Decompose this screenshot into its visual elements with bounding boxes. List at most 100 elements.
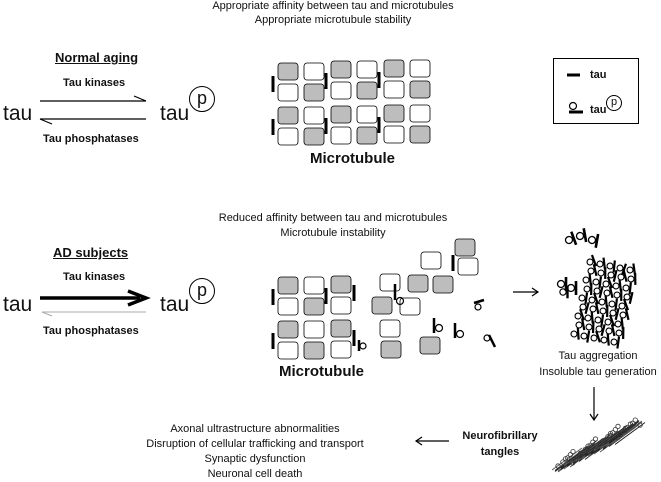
tangle-fiber xyxy=(608,420,640,443)
tangle-knot xyxy=(632,417,638,423)
outcome-2: Disruption of cellular trafficking and t… xyxy=(146,438,364,450)
phospho-tau-glyph xyxy=(574,308,585,321)
tangle-knot xyxy=(570,460,576,466)
phospho-tau-glyph xyxy=(607,269,618,283)
top-kinases-label: Tau kinases xyxy=(63,77,126,89)
tangle-knot xyxy=(585,443,591,449)
phospho-tau-glyph xyxy=(570,327,580,340)
tangles-label-2: tangles xyxy=(480,446,520,458)
tangle-knot xyxy=(595,444,601,450)
phospho-tau-glyph xyxy=(597,267,607,279)
tangle-knot xyxy=(607,430,614,437)
tangle-knot xyxy=(622,425,629,431)
phospho-tau-glyph xyxy=(585,321,595,334)
phospho-tau-glyph xyxy=(623,291,634,305)
bottom-microtubule-label: Microtubule xyxy=(279,363,364,380)
tangle-knot xyxy=(600,438,606,444)
tangle-knot xyxy=(582,446,588,452)
phospho-tau-glyph xyxy=(622,282,632,295)
phospho-tau-glyph xyxy=(586,254,598,267)
phospho-tau-glyph xyxy=(587,233,600,248)
phospho-tau-glyph xyxy=(605,324,616,337)
tangle-fiber xyxy=(614,422,646,445)
legend-glyphs xyxy=(567,73,583,114)
phospho-tau-glyph xyxy=(575,318,586,331)
tangle-knot xyxy=(562,456,569,462)
legend-phospho-circle: p xyxy=(606,95,622,111)
top-ptau-label: tau xyxy=(160,102,190,125)
aggregation-label-2: Insoluble tau generation xyxy=(539,366,657,378)
ad-subjects-title: AD subjects xyxy=(53,245,129,260)
outcome-3: Synaptic dysfunction xyxy=(204,453,306,465)
top-phosphatases-label: Tau phosphatases xyxy=(43,133,139,145)
phospho-tau-glyph xyxy=(564,231,578,246)
neurofibrillary-tangle xyxy=(551,417,646,473)
phospho-tau-glyph xyxy=(599,305,609,318)
tangle-fiber xyxy=(578,436,610,459)
phospho-tau-glyph xyxy=(596,257,607,270)
phospho-tau-glyph xyxy=(595,324,606,337)
tangle-knot xyxy=(605,434,611,440)
bottom-reverse-arrow-thin xyxy=(41,311,146,317)
top-reverse-arrow xyxy=(39,118,146,125)
bottom-headline-2: Microtubule instability xyxy=(280,227,386,239)
phospho-tau-glyph xyxy=(610,336,621,349)
arrow-to-outcomes xyxy=(414,436,449,446)
bottom-phosphatases-label: Tau phosphatases xyxy=(43,325,139,337)
top-headline-2: Appropriate microtubule stability xyxy=(254,14,412,26)
phospho-tau-glyph xyxy=(619,307,630,321)
bottom-microtubule-intact xyxy=(271,275,356,360)
phospho-tau-glyph xyxy=(592,276,603,289)
legend-box xyxy=(553,58,639,124)
phospho-tau-glyph xyxy=(603,285,614,299)
normal-aging-title: Normal aging xyxy=(55,50,139,65)
tangle-knot xyxy=(577,450,584,456)
tangle-fiber xyxy=(611,421,643,445)
tangle-knot xyxy=(615,435,621,441)
phospho-tau-glyph xyxy=(593,285,604,299)
tangle-knot xyxy=(575,453,581,460)
phospho-tau-glyph xyxy=(566,281,578,295)
phospho-tau-glyph xyxy=(613,289,623,301)
bottom-forward-arrow-thick xyxy=(40,289,151,307)
tangle-knot xyxy=(637,422,643,428)
top-microtubule xyxy=(271,59,431,146)
phospho-tau-glyph xyxy=(608,298,619,311)
bottom-ptau-label: tau xyxy=(160,293,190,316)
phospho-tau-glyph xyxy=(578,292,589,305)
legend-tau-label: tau xyxy=(590,69,607,81)
phospho-tau-glyph xyxy=(606,260,616,273)
tangle-knot xyxy=(560,459,566,465)
bottom-phospho-circle: p xyxy=(189,278,215,304)
phospho-tau-glyph xyxy=(579,302,590,315)
phospho-tau-glyph xyxy=(615,327,625,340)
phospho-tau-glyph xyxy=(575,228,588,243)
tau-aggregates xyxy=(556,228,637,349)
top-forward-arrow xyxy=(40,95,147,102)
tangle-fiber xyxy=(551,447,583,471)
phospho-tau-glyph xyxy=(627,272,637,285)
bottom-kinases-label: Tau kinases xyxy=(63,271,126,283)
tangle-knot xyxy=(620,428,626,434)
tangle-knot xyxy=(592,436,599,442)
phospho-tau-glyph xyxy=(604,314,616,327)
top-tau-label: tau xyxy=(3,102,33,125)
tangle-knot xyxy=(572,457,578,463)
bottom-headline-1: Reduced affinity between tau and microtu… xyxy=(218,212,448,224)
outcome-1: Axonal ultrastructure abnormalities xyxy=(170,423,340,435)
bottom-tau-label: tau xyxy=(3,293,33,316)
phospho-tau-glyph xyxy=(583,283,593,296)
tangle-knot xyxy=(555,463,561,469)
phospho-tau-glyph xyxy=(617,269,628,283)
phospho-tau-glyph xyxy=(600,333,610,346)
phospho-tau-glyph xyxy=(559,285,569,299)
tangle-knot xyxy=(597,441,603,447)
phospho-tau-glyph xyxy=(590,330,601,343)
phospho-tau-glyph xyxy=(618,298,630,311)
top-phospho-circle: p xyxy=(189,86,215,112)
arrow-to-aggregates xyxy=(513,287,540,297)
phospho-tau-glyph xyxy=(626,263,637,276)
tangle-knot xyxy=(570,448,576,455)
tangle-knot xyxy=(592,447,598,453)
